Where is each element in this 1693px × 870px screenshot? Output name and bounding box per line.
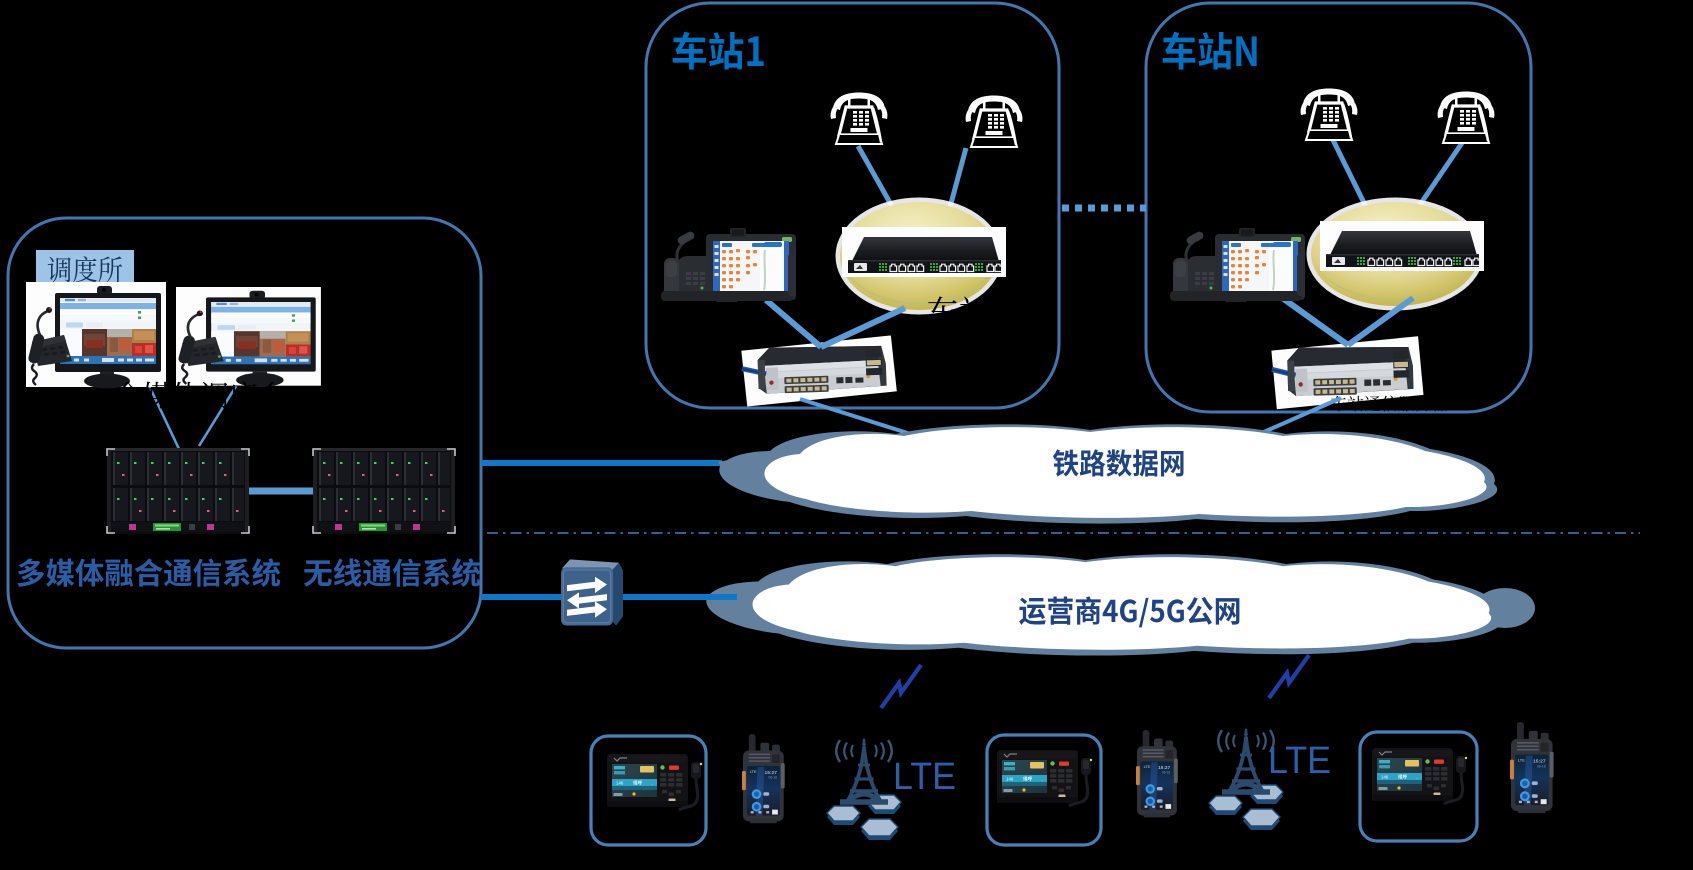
svg-text:LTE: LTE [893, 756, 956, 798]
svg-text:LTE: LTE [1268, 740, 1331, 782]
